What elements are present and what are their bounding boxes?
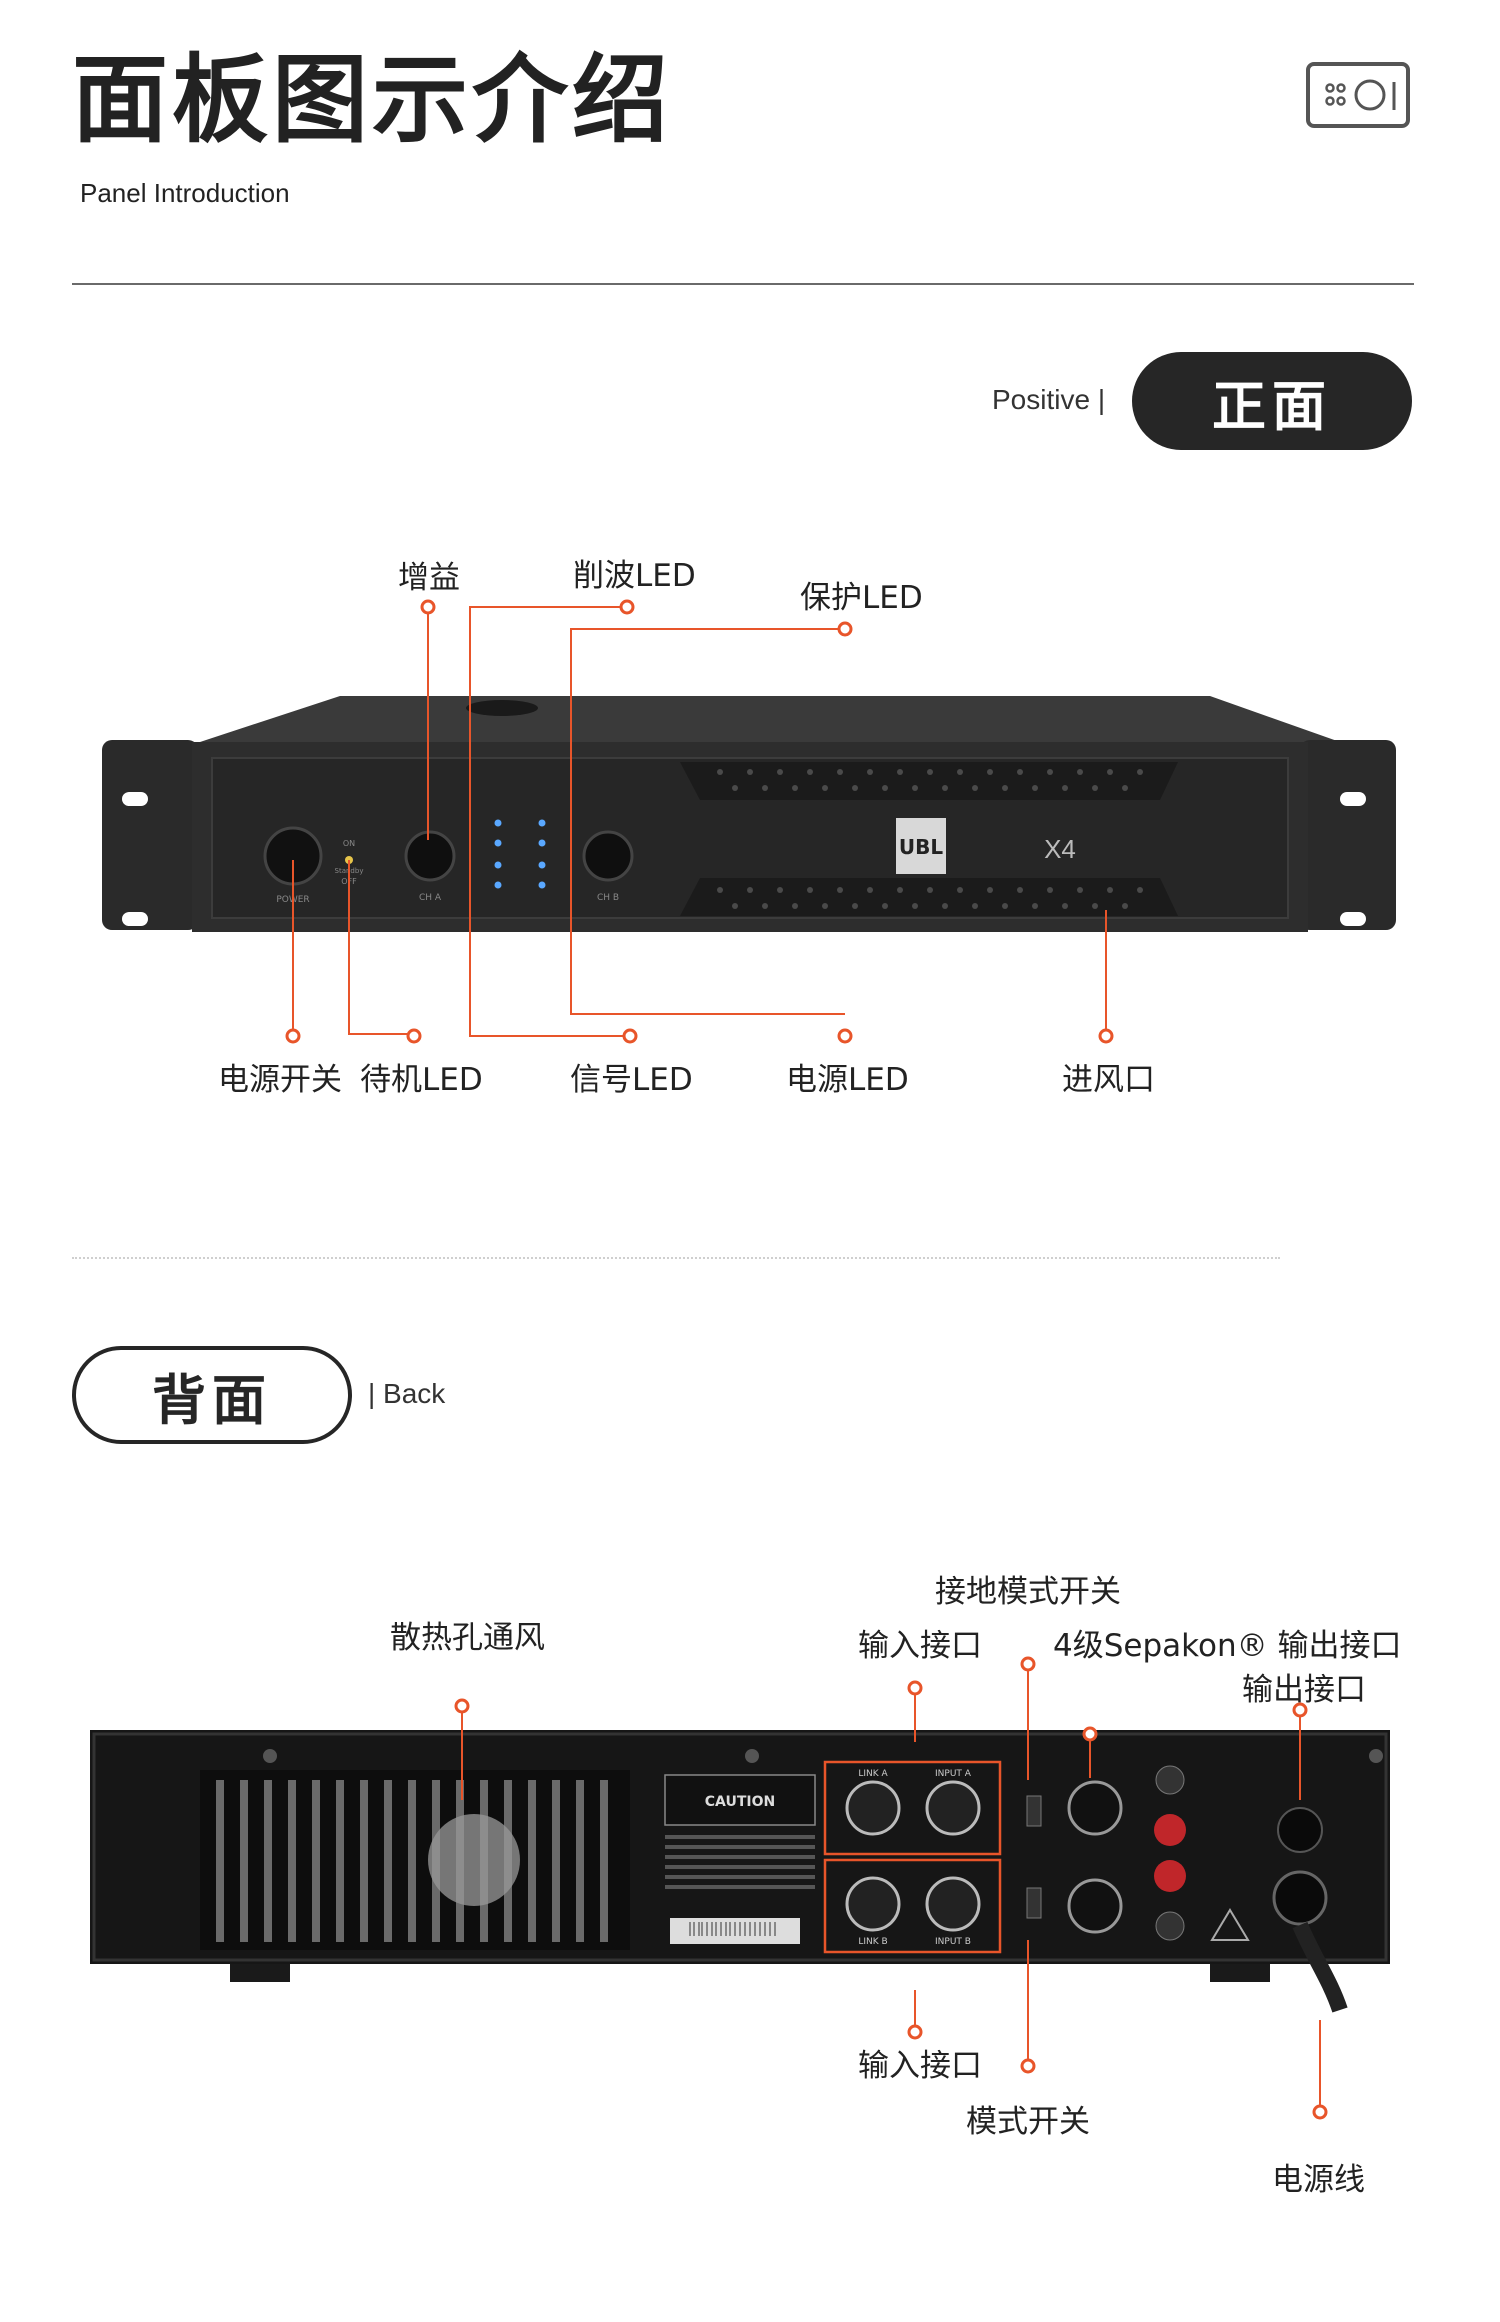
- label-power-cord: 电源线: [1272, 2162, 1365, 2198]
- back-panel-image: CAUTION LINK A INPUT A LINK B INPUT B: [90, 1730, 1390, 2013]
- svg-text:INPUT B: INPUT B: [935, 1937, 971, 1947]
- label-power-led: 电源LED: [786, 1062, 909, 1098]
- label-power-switch: 电源开关: [218, 1062, 342, 1098]
- svg-text:CAUTION: CAUTION: [705, 1794, 775, 1810]
- front-tag-pill: 正面: [1132, 352, 1412, 450]
- section-divider: [72, 1257, 1280, 1259]
- label-vent: 散热孔通风: [390, 1620, 545, 1656]
- header-divider: [72, 283, 1414, 285]
- label-clip-led: 削波LED: [573, 558, 696, 594]
- front-callouts: [285, 599, 1114, 1044]
- brand-logo-text: UBL: [899, 835, 943, 859]
- label-protect-led: 保护LED: [800, 580, 923, 616]
- page-title: 面板图示介绍: [72, 44, 672, 156]
- svg-text:LINK A: LINK A: [858, 1769, 888, 1779]
- svg-text:LINK B: LINK B: [858, 1937, 887, 1947]
- svg-text:CH A: CH A: [419, 893, 442, 903]
- label-sepakon-output: 4级Sepakon® 输出接口: [1053, 1628, 1402, 1664]
- back-callouts: [454, 1656, 1328, 2120]
- label-gain: 增益: [398, 560, 460, 596]
- front-panel-image: UBL X4 POWER ON Standby OFF CH A CH B: [102, 696, 1396, 932]
- amplifier-outline-icon: [1306, 62, 1410, 128]
- front-tag-english: Positive |: [992, 384, 1106, 415]
- label-air-inlet: 进风口: [1062, 1062, 1155, 1098]
- back-tag-pill: 背面: [72, 1346, 352, 1444]
- svg-text:INPUT A: INPUT A: [935, 1769, 972, 1779]
- back-tag-english: | Back: [368, 1378, 446, 1409]
- label-input-top: 输入接口: [858, 1628, 982, 1664]
- label-standby-led: 待机LED: [360, 1062, 483, 1098]
- label-ground-mode-switch: 接地模式开关: [935, 1574, 1121, 1610]
- label-input-bottom: 输入接口: [858, 2048, 982, 2084]
- page-subtitle: Panel Introduction: [80, 178, 290, 208]
- label-output: 输出接口: [1242, 1672, 1366, 1708]
- model-text: X4: [1044, 834, 1076, 864]
- label-mode-switch: 模式开关: [966, 2104, 1090, 2140]
- label-signal-led: 信号LED: [570, 1062, 693, 1098]
- svg-text:CH B: CH B: [597, 893, 619, 903]
- svg-text:ON: ON: [343, 839, 355, 848]
